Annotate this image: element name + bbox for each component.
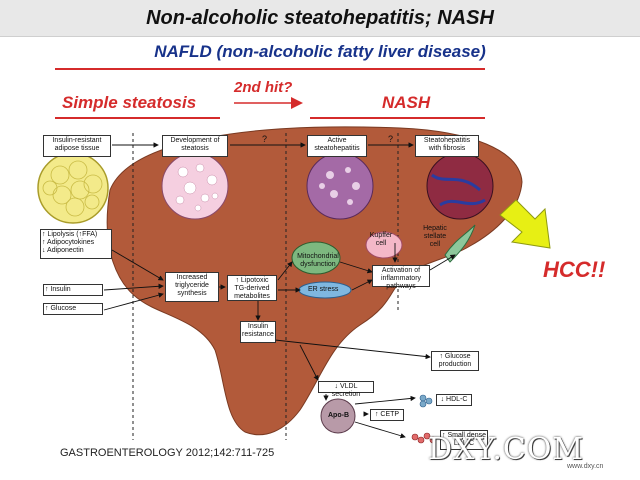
box-glucose-production: ↑ Glucose production [431, 351, 479, 371]
question-mark-2: ? [388, 134, 394, 144]
title-bar: Non-alcoholic steatohepatitis; NASH [0, 0, 640, 37]
box-lipotoxic-metabolites: ↑ Lipotoxic TG-derived metabolites [227, 275, 277, 301]
slide-title: Non-alcoholic steatohepatitis; NASH [146, 6, 494, 29]
box-small-dense-ldl: ↑ Small dense LDL-C [440, 430, 488, 450]
mito-dysfunction-label: Mitochondrial dysfunction [297, 253, 339, 268]
box-development-of-steatosis: Development of steatosis [162, 135, 228, 157]
hcc-arrow [499, 199, 551, 249]
box-insulin-resistance: Insulin resistance [240, 321, 276, 343]
box-active-steatohepatitis: Active steatohepatitis [307, 135, 367, 157]
fibrosis-histology-image [426, 152, 494, 220]
nafld-underline [55, 68, 485, 70]
second-hit-label: 2nd hit? [234, 79, 293, 96]
box-adipose-effects: ↑ Lipolysis (↑FFA) ↑ Adipocytokines ↓ Ad… [40, 229, 112, 259]
er-stress-label: ER stress [308, 286, 339, 293]
box-insulin: ↑ Insulin [43, 284, 103, 296]
box-hdl: ↓ HDL-C [436, 394, 472, 406]
box-inflammatory-pathways: Activation of inflammatory pathways [372, 265, 430, 290]
stellate-cell-icon [444, 224, 476, 263]
dxy-watermark-url: www.dxy.cn [567, 463, 604, 470]
box-cetp: ↑ CETP [370, 409, 404, 421]
nash-underline [310, 117, 485, 119]
kupffer-cell-label: Kupffer cell [369, 232, 393, 247]
simple-underline [55, 117, 220, 119]
adipose-tissue-image [37, 152, 109, 224]
simple-steatosis-label: Simple steatosis [62, 93, 197, 112]
hcc-label: HCC!! [543, 257, 606, 282]
nafld-label: NAFLD (non-alcoholic fatty liver disease… [154, 42, 486, 61]
box-steatohepatitis-fibrosis: Steatohepatitis with fibrosis [415, 135, 479, 157]
apo-b-label: Apo-B [328, 412, 349, 419]
citation: GASTROENTEROLOGY 2012;142:711-725 [60, 447, 275, 459]
mitochondrion-icon [291, 241, 341, 275]
active-nash-histology-image [306, 152, 374, 220]
adiponectin-text: ↓ Adiponectin [42, 247, 84, 254]
hepatic-stellate-label: Hepatic stellate cell [423, 225, 447, 248]
ldl-molecule-icon [411, 432, 437, 444]
apo-b-particle-icon [320, 398, 356, 434]
question-mark-1: ? [262, 134, 268, 144]
box-adipose-tissue: Insulin-resistant adipose tissue [43, 135, 111, 157]
box-glucose: ↑ Glucose [43, 303, 103, 315]
nash-label: NASH [382, 93, 431, 112]
lipolysis-text: ↑ Lipolysis (↑FFA) [42, 231, 98, 238]
box-vldl-secretion: ↓ VLDL secretion [318, 381, 374, 398]
adipocytokines-text: ↑ Adipocytokines [42, 239, 95, 246]
hdl-molecule-icon [419, 394, 433, 408]
kupffer-cell-icon [365, 231, 403, 259]
box-triglyceride-synthesis: Increased triglyceride synthesis [165, 272, 219, 302]
dxy-watermark: DXY.COM [428, 432, 585, 467]
